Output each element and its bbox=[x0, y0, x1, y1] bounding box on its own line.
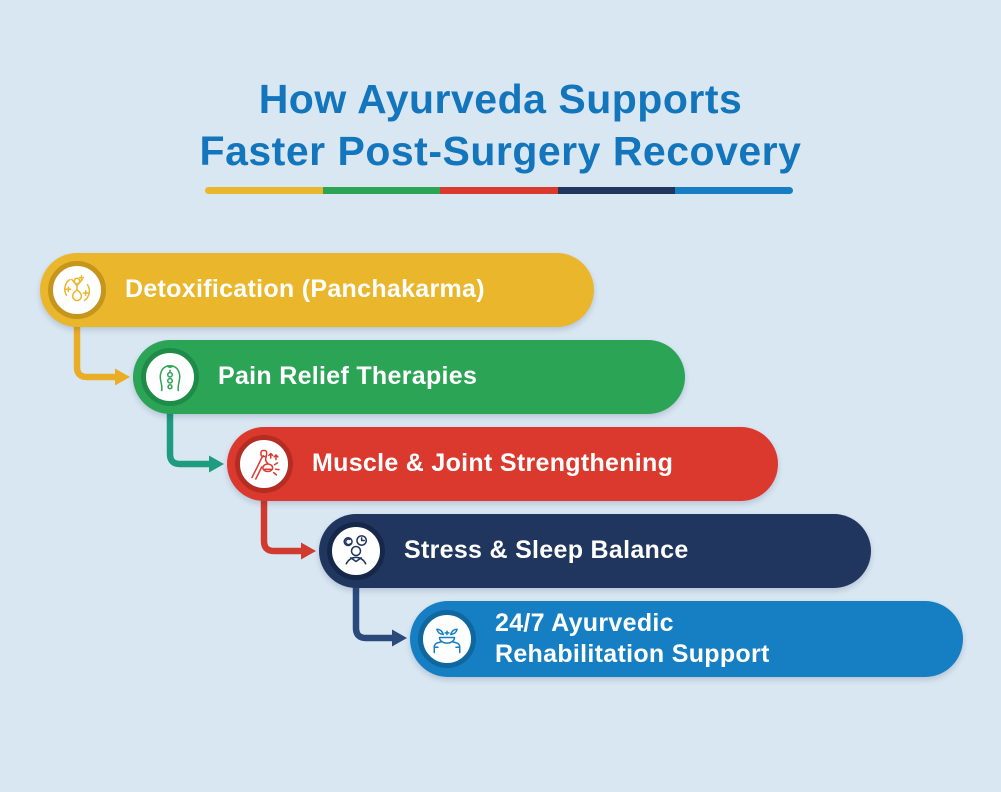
step-icon-badge bbox=[418, 610, 476, 668]
connector-arrow-2 bbox=[166, 386, 224, 473]
divider-segment-red bbox=[440, 187, 558, 194]
step-detoxification: Detoxification (Panchakarma) bbox=[40, 253, 594, 327]
step-stress-sleep: Stress & Sleep Balance bbox=[319, 514, 871, 588]
rehab-support-icon bbox=[433, 628, 461, 654]
step-pain-relief: Pain Relief Therapies bbox=[133, 340, 685, 414]
step-label: Detoxification (Panchakarma) bbox=[125, 275, 485, 304]
title-line-2: Faster Post-Surgery Recovery bbox=[199, 127, 802, 174]
connector-arrow-3 bbox=[260, 473, 316, 560]
title-line-1: How Ayurveda Supports bbox=[258, 76, 743, 122]
step-label: 24/7 Ayurvedic Rehabilitation Support bbox=[495, 608, 770, 668]
spine-back-icon bbox=[159, 365, 181, 392]
title-divider bbox=[205, 187, 793, 194]
connector-arrow-1 bbox=[73, 296, 130, 386]
divider-segment-yellow bbox=[205, 187, 323, 194]
step-label: Stress & Sleep Balance bbox=[404, 536, 689, 565]
divider-segment-green bbox=[322, 187, 441, 194]
sleep-balance-icon bbox=[343, 535, 368, 565]
step-rehab-support: 24/7 Ayurvedic Rehabilitation Support bbox=[410, 601, 963, 677]
muscle-arm-icon bbox=[251, 449, 280, 480]
step-muscle-joint: Muscle & Joint Strengthening bbox=[227, 427, 778, 501]
step-icon-badge bbox=[327, 522, 385, 580]
step-icon-badge bbox=[141, 348, 199, 406]
divider-segment-navy bbox=[557, 187, 676, 194]
step-icon-badge bbox=[48, 261, 106, 319]
step-label: Muscle & Joint Strengthening bbox=[312, 449, 674, 478]
divider-segment-blue bbox=[675, 187, 793, 194]
step-label: Pain Relief Therapies bbox=[218, 362, 478, 391]
step-icon-badge bbox=[235, 435, 293, 493]
connector-arrow-4 bbox=[352, 560, 407, 647]
page-title: How Ayurveda Supports Faster Post-Surger… bbox=[0, 74, 1001, 177]
detox-person-icon bbox=[64, 275, 91, 302]
